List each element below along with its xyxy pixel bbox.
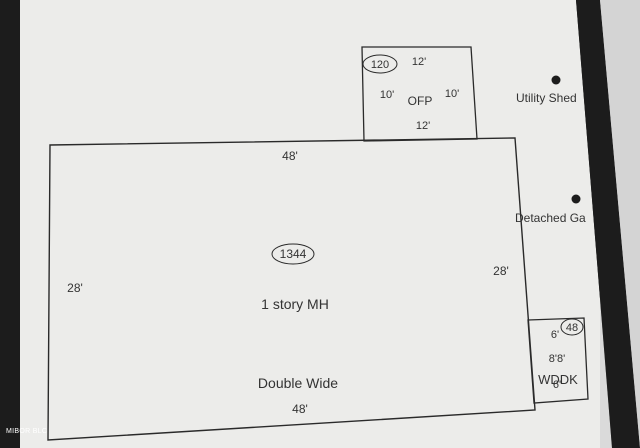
deck-top-dimension: 6' [551,329,559,341]
main-bottom-dimension: 48' [292,402,308,416]
deck-outline [527,317,589,404]
main-structure-outline [47,137,536,441]
deck-label: WDDK [538,372,578,387]
detached-garage-marker [571,194,581,204]
porch-top-dimension: 12' [412,56,426,68]
detached-garage-label: Detached Ga [515,211,586,225]
watermark-text: MIBOR BLC [6,428,48,435]
main-area-value: 1344 [280,247,307,261]
main-description: 1 story MH [261,296,329,312]
paper-sheet [20,0,612,448]
porch-right-dimension: 10' [445,88,459,100]
deck-side-dimension: 8'8' [549,353,565,365]
main-top-dimension: 48' [282,149,298,163]
deck-area-oval [560,318,584,336]
porch-area-value: 120 [371,59,389,71]
utility-shed-label: Utility Shed [516,91,577,105]
main-type: Double Wide [258,375,338,391]
porch-left-dimension: 10' [380,89,394,101]
porch-area-oval [362,54,398,74]
deck-area-value: 48 [566,322,578,334]
right-border-overlay [578,0,640,448]
right-margin [600,0,640,448]
porch-bottom-dimension: 12' [416,120,430,132]
utility-shed-marker [551,75,561,85]
main-area-oval [271,243,315,265]
main-left-dimension: 28' [67,281,83,295]
deck-bottom-dimension: 6' [553,379,561,391]
left-border [0,0,20,448]
porch-label: OFP [408,94,433,108]
main-right-dimension: 28' [493,264,509,278]
